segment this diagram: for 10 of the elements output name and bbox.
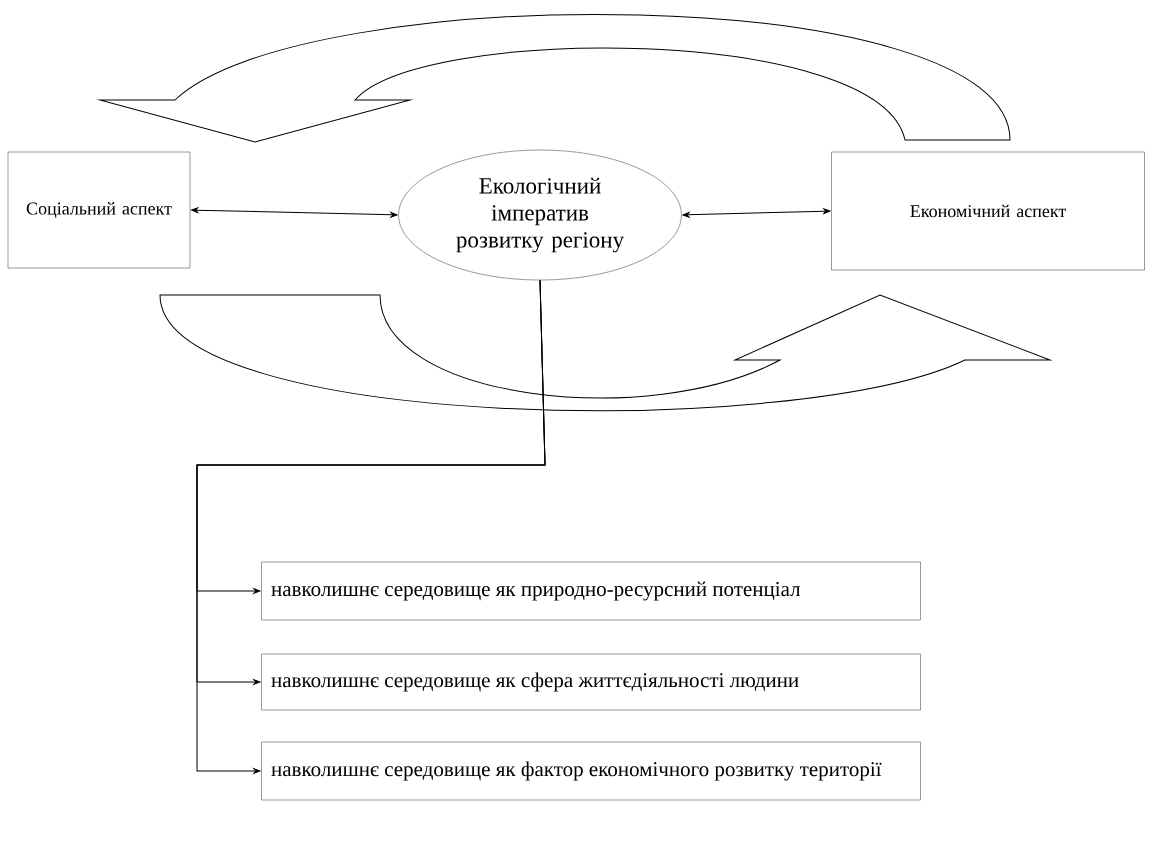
aspect-box: Соціальний аспект (7, 151, 191, 269)
block-arrow (159, 294, 1051, 412)
ellipse-node: Екологічний імператив розвитку регіону (398, 149, 682, 281)
aspect-box: Економічний аспект (831, 151, 1145, 271)
arrow (682, 208, 831, 218)
text-box: навколишнє середовище як природно-ресурсний потенціал (261, 561, 921, 621)
text-box: навколишнє середовище як фактор економічного розвитку території (261, 741, 921, 801)
arrow (196, 279, 546, 774)
arrow (191, 207, 398, 218)
text-box: навколишнє середовище як сфера життєдіяльності людини (261, 653, 921, 711)
